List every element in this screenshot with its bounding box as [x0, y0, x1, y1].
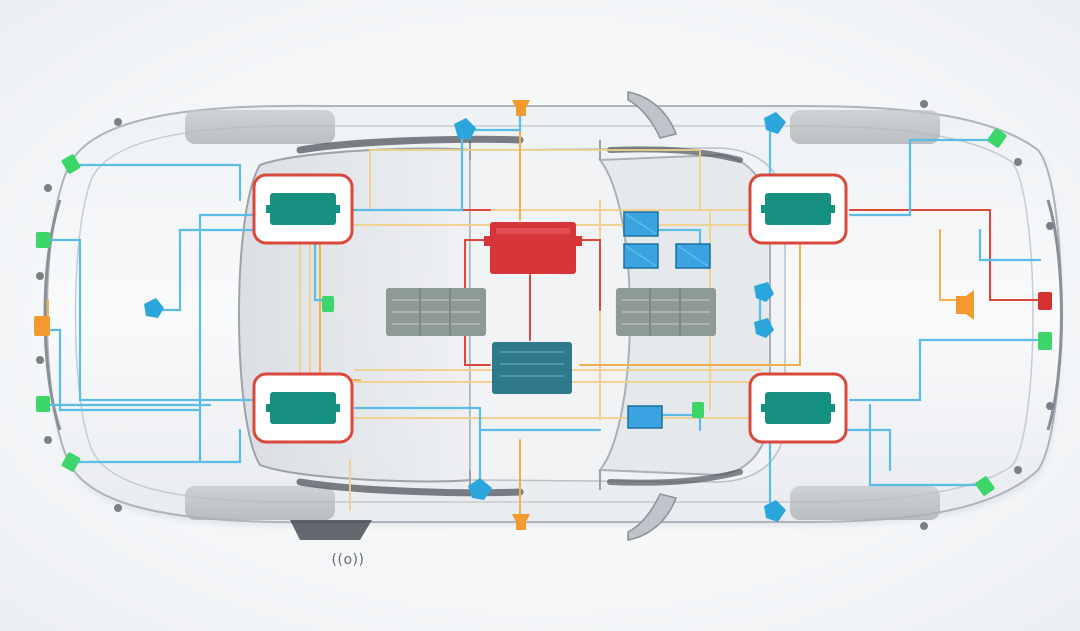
- speaker-icon: [34, 316, 50, 336]
- zone-controller-rear-right: [748, 372, 848, 444]
- display-screen-top: [623, 211, 659, 237]
- central-compute-icon: [490, 222, 576, 274]
- sensors: [34, 100, 1052, 530]
- camera-sensor-icon: [144, 298, 164, 318]
- mirror-left: [627, 91, 677, 139]
- gateway-module-icon: [492, 342, 572, 394]
- zone-controller-front-right: [252, 372, 354, 444]
- display-screens: [623, 211, 711, 429]
- wiring-harness: [38, 108, 1047, 521]
- camera-sensor-icon: [754, 318, 774, 338]
- battery-module-rear: [616, 288, 716, 336]
- mirror-right: [627, 493, 677, 541]
- speaker-icon: [956, 290, 974, 320]
- display-screen-bottom-right: [675, 243, 711, 269]
- display-screen-bottom-left: [623, 243, 659, 269]
- zone-controller-rear-left: [748, 173, 848, 245]
- gateway-module: [492, 342, 572, 394]
- speaker-icon: [512, 100, 530, 116]
- radar-sensor-icon: [36, 396, 50, 412]
- speaker-icon: [512, 514, 530, 530]
- antenna-indicator: [290, 520, 372, 540]
- camera-sensor-icon: [454, 118, 476, 140]
- actuator-icon: [1038, 292, 1052, 310]
- zone-controller-icon: [765, 193, 831, 225]
- wheel-rear-left: [790, 110, 940, 144]
- display-screen-rear-console: [627, 405, 663, 429]
- radar-sensor-icon: [61, 154, 81, 174]
- wheel-front-right: [185, 486, 335, 520]
- zone-controller-icon: [270, 392, 336, 424]
- zone-controller-icon: [270, 193, 336, 225]
- radar-sensor-icon: [61, 452, 81, 472]
- camera-sensor-icon: [764, 500, 786, 522]
- radar-sensor-icon: [987, 128, 1007, 148]
- radar-sensor-icon: [692, 402, 704, 418]
- radar-sensor-icon: [36, 232, 50, 248]
- central-compute: [484, 222, 582, 274]
- radar-sensor-icon: [975, 476, 995, 496]
- radar-sensor-icon: [1038, 332, 1052, 350]
- battery-module-front: [386, 288, 486, 336]
- zone-controller-icon: [765, 392, 831, 424]
- camera-sensor-icon: [764, 112, 786, 134]
- wheel-front-left: [185, 110, 335, 144]
- camera-sensor-icon: [468, 478, 492, 500]
- zone-controllers: [252, 173, 848, 444]
- bumper-sensors: [36, 100, 1054, 530]
- radar-sensor-icon: [322, 296, 334, 312]
- camera-sensor-icon: [754, 282, 774, 302]
- zone-controller-front-left: [252, 173, 354, 245]
- display-screen-icon: [627, 405, 663, 429]
- antenna-icon: ((o)): [331, 552, 365, 568]
- wheel-rear-right: [790, 486, 940, 520]
